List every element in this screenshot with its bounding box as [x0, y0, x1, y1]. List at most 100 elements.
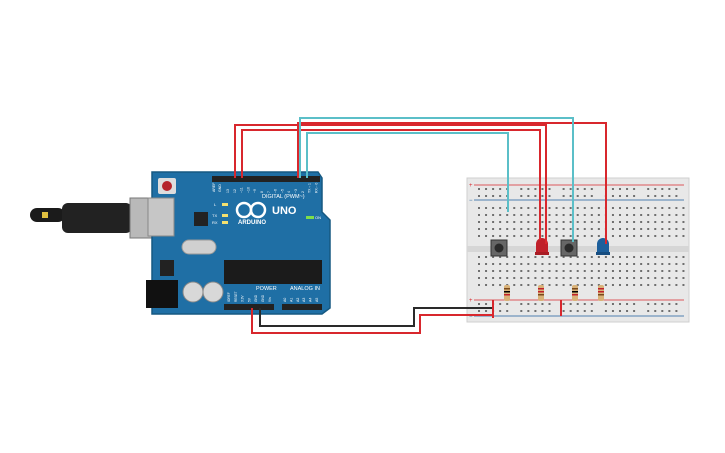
breadboard-hole: [548, 270, 551, 272]
breadboard-hole: [590, 256, 593, 258]
breadboard-hole: [590, 284, 593, 286]
wire-red-pin12-to-led-blue: [241, 129, 541, 240]
breadboard-hole: [576, 188, 579, 190]
breadboard-hole: [562, 256, 565, 258]
breadboard-hole: [499, 235, 502, 237]
breadboard-hole: [597, 221, 600, 223]
wire-red-pin10-to-led-blue-2: [297, 122, 607, 244]
breadboard-hole: [576, 303, 579, 305]
breadboard-hole: [562, 310, 565, 312]
breadboard-hole: [562, 235, 565, 237]
breadboard-hole: [611, 256, 614, 258]
breadboard-hole: [492, 207, 495, 209]
breadboard-hole: [619, 235, 621, 237]
rail-plus-top: +: [469, 183, 473, 189]
breadboard-hole: [534, 310, 537, 312]
breadboard-hole: [541, 270, 544, 272]
breadboard-hole: [640, 256, 643, 258]
breadboard-hole: [478, 270, 480, 272]
breadboard-hole: [590, 214, 593, 216]
breadboard-hole: [513, 277, 516, 279]
breadboard-hole: [534, 221, 537, 223]
breadboard-hole: [675, 195, 678, 197]
breadboard-hole: [626, 228, 629, 230]
analog-pin-label-2: A2: [296, 298, 300, 302]
breadboard-hole: [492, 277, 495, 279]
breadboard-hole: [569, 310, 572, 312]
breadboard-hole: [485, 188, 488, 190]
breadboard-hole: [499, 195, 502, 197]
arduino-board[interactable]: ARDUINO UNO DIGITAL (PWM~) POWER ANALOG …: [146, 171, 331, 315]
breadboard-hole: [640, 277, 643, 279]
breadboard-hole: [654, 310, 657, 312]
breadboard-hole: [548, 228, 551, 230]
breadboard-hole: [506, 270, 509, 272]
analog-pin-label-0: A0: [283, 298, 287, 302]
breadboard-hole: [562, 277, 565, 279]
breadboard-hole: [548, 256, 551, 258]
breadboard-hole: [520, 270, 523, 272]
breadboard-hole: [478, 207, 480, 209]
breadboard-hole: [633, 188, 636, 190]
breadboard-hole: [527, 228, 530, 230]
breadboard-hole: [668, 277, 671, 279]
analog-pin-label-3: A3: [302, 298, 306, 302]
breadboard-hole: [576, 270, 579, 272]
breadboard-hole: [499, 188, 502, 190]
breadboard-hole: [485, 284, 488, 286]
breadboard-hole: [541, 214, 544, 216]
breadboard-hole: [668, 263, 671, 265]
pushbutton-1[interactable]: [490, 239, 508, 257]
breadboard-hole: [619, 277, 621, 279]
breadboard-hole: [506, 310, 509, 312]
breadboard-hole: [527, 263, 530, 265]
breadboard-hole: [597, 207, 600, 209]
usb-chip: [194, 212, 208, 226]
breadboard-hole: [534, 188, 537, 190]
digital-pin-label-9: 4: [287, 191, 291, 193]
breadboard-hole: [576, 228, 579, 230]
breadboard-hole: [569, 256, 572, 258]
breadboard-hole: [611, 284, 614, 286]
led-blue[interactable]: [596, 238, 610, 255]
breadboard-hole: [478, 188, 480, 190]
breadboard-hole: [626, 303, 629, 305]
breadboard-hole: [647, 303, 650, 305]
breadboard-hole: [520, 256, 523, 258]
breadboard-hole: [682, 284, 685, 286]
breadboard-hole: [485, 310, 488, 312]
breadboard-hole: [506, 303, 509, 305]
breadboard-hole: [555, 284, 558, 286]
breadboard-hole: [604, 256, 607, 258]
rail-minus-top: −: [469, 198, 473, 204]
breadboard-hole: [640, 207, 643, 209]
breadboard-hole: [583, 214, 586, 216]
breadboard-hole: [527, 214, 530, 216]
breadboard-hole: [583, 195, 586, 197]
rx-label: RX: [212, 220, 218, 225]
breadboard-hole: [548, 284, 551, 286]
rx-led: [222, 221, 228, 224]
breadboard-hole: [534, 277, 537, 279]
breadboard-hole: [506, 256, 509, 258]
breadboard-hole: [534, 235, 537, 237]
pushbutton-2[interactable]: [560, 239, 578, 257]
breadboard-hole: [485, 214, 488, 216]
breadboard-hole: [569, 277, 572, 279]
breadboard-hole: [576, 214, 579, 216]
arduino-logo: [235, 201, 267, 219]
on-led: [306, 216, 314, 219]
breadboard-hole: [611, 310, 614, 312]
breadboard-hole: [654, 188, 657, 190]
breadboard-hole: [513, 284, 516, 286]
breadboard-hole: [590, 228, 593, 230]
breadboard-hole: [548, 310, 551, 312]
analog-header-label: ANALOG IN: [290, 286, 320, 292]
breadboard-hole: [626, 270, 629, 272]
breadboard-hole: [604, 277, 607, 279]
analog-header: [282, 304, 322, 310]
breadboard-hole: [647, 221, 650, 223]
power-pin-label-6: Vin: [268, 297, 272, 302]
power-pin-label-3: 5V: [247, 297, 251, 302]
digital-pin-label-6: 7: [267, 191, 271, 193]
